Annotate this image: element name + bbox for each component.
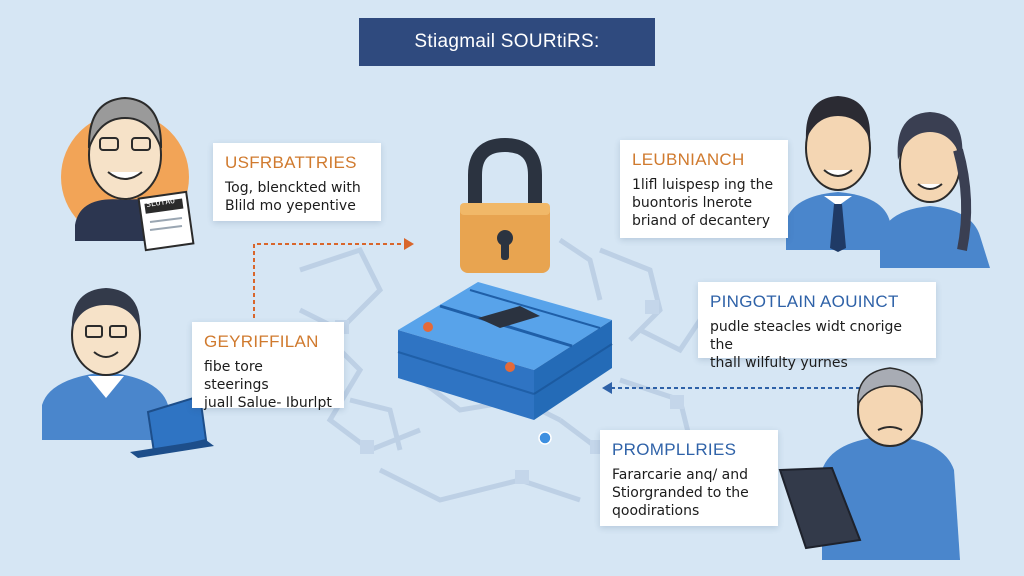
tablet-icon [137, 190, 195, 252]
tablet-icon-bottom-right [778, 466, 862, 550]
card-text-line: buontoris lnerote [632, 195, 753, 211]
card-text-line: juall Salue- Iburlpt [204, 395, 332, 411]
person-avatar-middle-left [42, 288, 168, 440]
info-card-geyriffilan: GEYRIFFILAN fibe tore steerings juall Sa… [192, 322, 344, 411]
info-card-leubnianch: LEUBNIANCH 1lifl luispesp ing the buonto… [620, 140, 788, 238]
person-avatar-top-right-woman [880, 112, 990, 268]
card-text-line: 1lifl luispesp ing the [632, 177, 774, 193]
card-heading: GEYRIFFILAN [204, 332, 319, 351]
card-text-line: qoodirations [612, 503, 700, 519]
laptop-icon [130, 394, 214, 458]
card-text-line: thall wilfulty yurnes [710, 355, 848, 371]
connector-arrow-right-head [602, 382, 612, 394]
info-card-pingotlain-aouinct: PINGOTLAIN AOUINCT pudle steacles widt c… [698, 282, 936, 371]
card-heading: USFRBATTRIES [225, 153, 357, 172]
card-text-line: briand of decantery [632, 213, 771, 229]
info-card-usfrbattries: USFRBATTRIES Tog, blenckted with Blild m… [213, 143, 381, 221]
person-avatar-top-right-man [786, 96, 890, 252]
card-heading: PROMPLLRIES [612, 440, 737, 459]
card-text-line: Blild mo yepentive [225, 198, 356, 214]
card-text-line: Fararcarie anq/ and [612, 467, 748, 483]
server-stack-icon [397, 282, 613, 420]
card-text-line: pudle steacles widt cnorige the [710, 319, 902, 353]
card-text-line: Stiorgranded to the [612, 485, 749, 501]
info-card-prompllries: PROMPLLRIES Fararcarie anq/ and Stiorgra… [600, 430, 778, 526]
connector-dot [538, 431, 552, 445]
title-banner: Stiagmail SOURtiRS: [359, 18, 655, 66]
card-text-line: fibe tore steerings [204, 359, 269, 393]
connector-arrow-left-head [404, 238, 414, 250]
card-heading: LEUBNIANCH [632, 150, 745, 169]
card-text-line: Tog, blenckted with [225, 180, 361, 196]
card-heading: PINGOTLAIN AOUINCT [710, 292, 899, 311]
padlock-icon [460, 137, 550, 273]
connector-arrow-left [253, 243, 404, 318]
